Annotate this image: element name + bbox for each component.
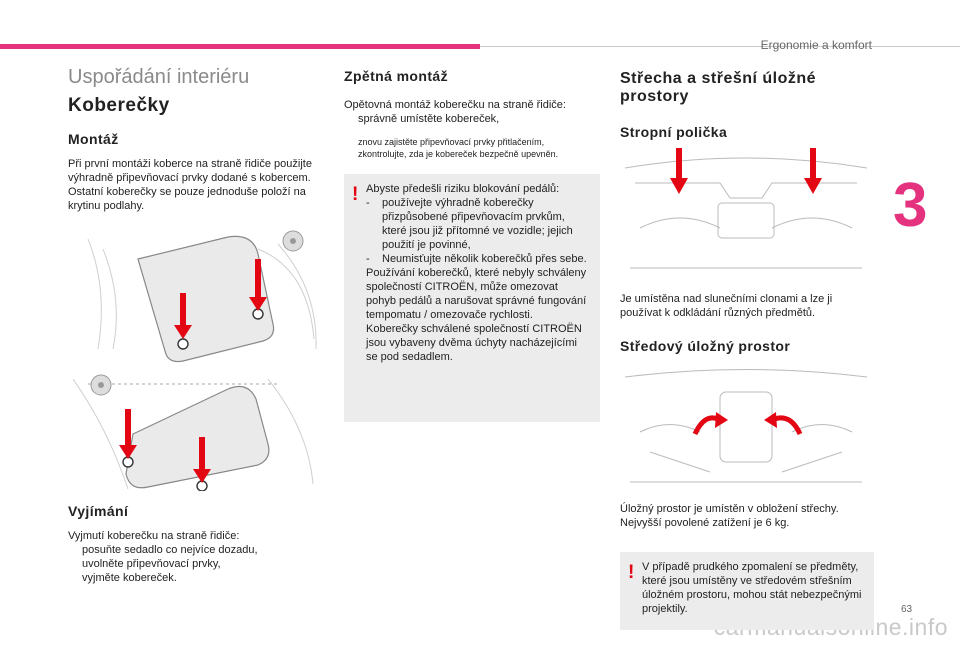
install-text: Při první montáži koberce na straně řidi…	[68, 157, 320, 213]
roof-shelf-illustration	[620, 148, 872, 282]
install-text-1: Při první montáži koberce na straně řidi…	[68, 158, 312, 184]
header-accent-bar	[0, 44, 480, 49]
chapter-number: 3	[893, 171, 928, 240]
warning-icon: !	[628, 562, 635, 583]
center-storage-illustration	[620, 362, 872, 492]
mat-illustration-drawing	[72, 230, 317, 491]
chapter-title: Ergonomie a komfort	[760, 38, 872, 52]
column-roof: Střecha a střešní úložné prostory Stropn…	[620, 60, 874, 630]
steering-wheel-icon	[90, 374, 112, 396]
roof-shelf-drawing	[620, 148, 872, 282]
front-mat	[137, 235, 275, 363]
mat-illustration	[68, 229, 320, 491]
page-number: 63	[901, 604, 913, 615]
remove-intro: Vyjmutí koberečku na straně řidiče:	[68, 530, 240, 542]
reinstall-title: Zpětná montáž	[344, 68, 448, 84]
rotate-arrow-icon	[692, 415, 803, 436]
pedal-warning-box: ! Abyste předešli riziku blokování pedál…	[344, 174, 600, 422]
column-mats: Uspořádání interiéru Koberečky Montáž Př…	[68, 60, 320, 585]
column-reinstall: Zpětná montáž Opětovná montáž koberečku …	[344, 60, 600, 422]
header-divider	[480, 46, 960, 47]
warning-intro: Abyste předešli riziku blokování pedálů:	[366, 183, 560, 195]
reinstall-step: správně umístěte kobereček,	[358, 113, 500, 125]
warning-text: V případě prudkého zpomalení se předměty…	[642, 561, 862, 615]
remove-step: posuňte sedadlo co nejvíce dozadu,	[82, 544, 258, 556]
mats-title: Koberečky	[68, 95, 170, 116]
push-arrow-icon	[670, 148, 822, 194]
roof-title: Střecha a střešní úložné prostory	[620, 70, 817, 105]
install-text-2: Ostatní koberečky se pouze jednoduše pol…	[68, 186, 306, 212]
projectile-warning-box: ! V případě prudkého zpomalení se předmě…	[620, 552, 874, 630]
rear-mat	[125, 386, 270, 489]
remove-title: Vyjímání	[68, 503, 129, 519]
install-title: Montáž	[68, 131, 119, 147]
section-title: Uspořádání interiéru	[68, 66, 250, 88]
center-storage-text: Úložný prostor je umístěn v obložení stř…	[620, 503, 839, 529]
center-storage-title: Středový úložný prostor	[620, 338, 791, 354]
shelf-title: Stropní polička	[620, 124, 728, 140]
rotate-arrow-icon	[764, 412, 777, 428]
warning-text: Používání koberečků, které nebyly schvál…	[366, 267, 587, 321]
center-storage-drawing	[624, 369, 868, 483]
warning-icon: !	[352, 184, 359, 205]
warning-item: -Neumisťujte několik koberečků přes sebe…	[366, 253, 587, 265]
remove-step: vyjměte kobereček.	[82, 572, 177, 584]
warning-text: Koberečky schválené společností CITROËN …	[366, 323, 582, 363]
steering-wheel-icon	[282, 230, 304, 252]
push-arrow-icon	[119, 259, 267, 483]
reinstall-step-small: znovu zajistěte připevňovací prvky přitl…	[358, 137, 545, 147]
rotate-arrow-icon	[715, 412, 728, 428]
fastener-icon	[177, 338, 189, 350]
shelf-text: Je umístěna nad slunečními clonami a lze…	[620, 293, 833, 319]
reinstall-intro: Opětovná montáž koberečku na straně řidi…	[344, 99, 566, 111]
warning-item: -používejte výhradně koberečky přizpůsob…	[366, 197, 573, 251]
reinstall-step-small: zkontrolujte, zda je kobereček bezpečně …	[358, 149, 559, 159]
remove-step: uvolněte připevňovací prvky,	[82, 558, 221, 570]
